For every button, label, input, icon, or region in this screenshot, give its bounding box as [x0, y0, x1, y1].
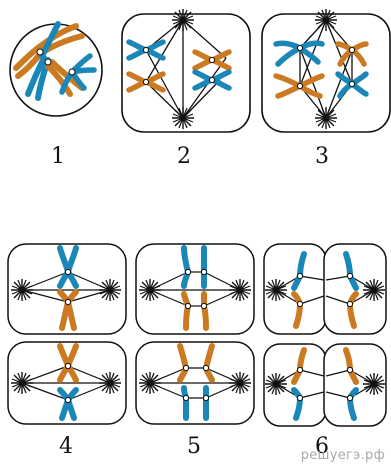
cell-3 [261, 8, 391, 133]
cell-4 [7, 243, 127, 425]
label-stage-4: 4 [59, 434, 73, 459]
cell-5 [135, 243, 255, 425]
cell-2 [121, 8, 251, 133]
cell-1 [9, 21, 103, 117]
label-stage-6: 6 [315, 434, 329, 459]
label-stage-5: 5 [187, 434, 201, 459]
label-stage-1: 1 [51, 144, 65, 169]
label-stage-3: 3 [315, 144, 329, 169]
label-stage-2: 2 [177, 144, 191, 169]
watermark: решуегэ.рф [300, 448, 385, 463]
cell-6 [263, 243, 387, 427]
